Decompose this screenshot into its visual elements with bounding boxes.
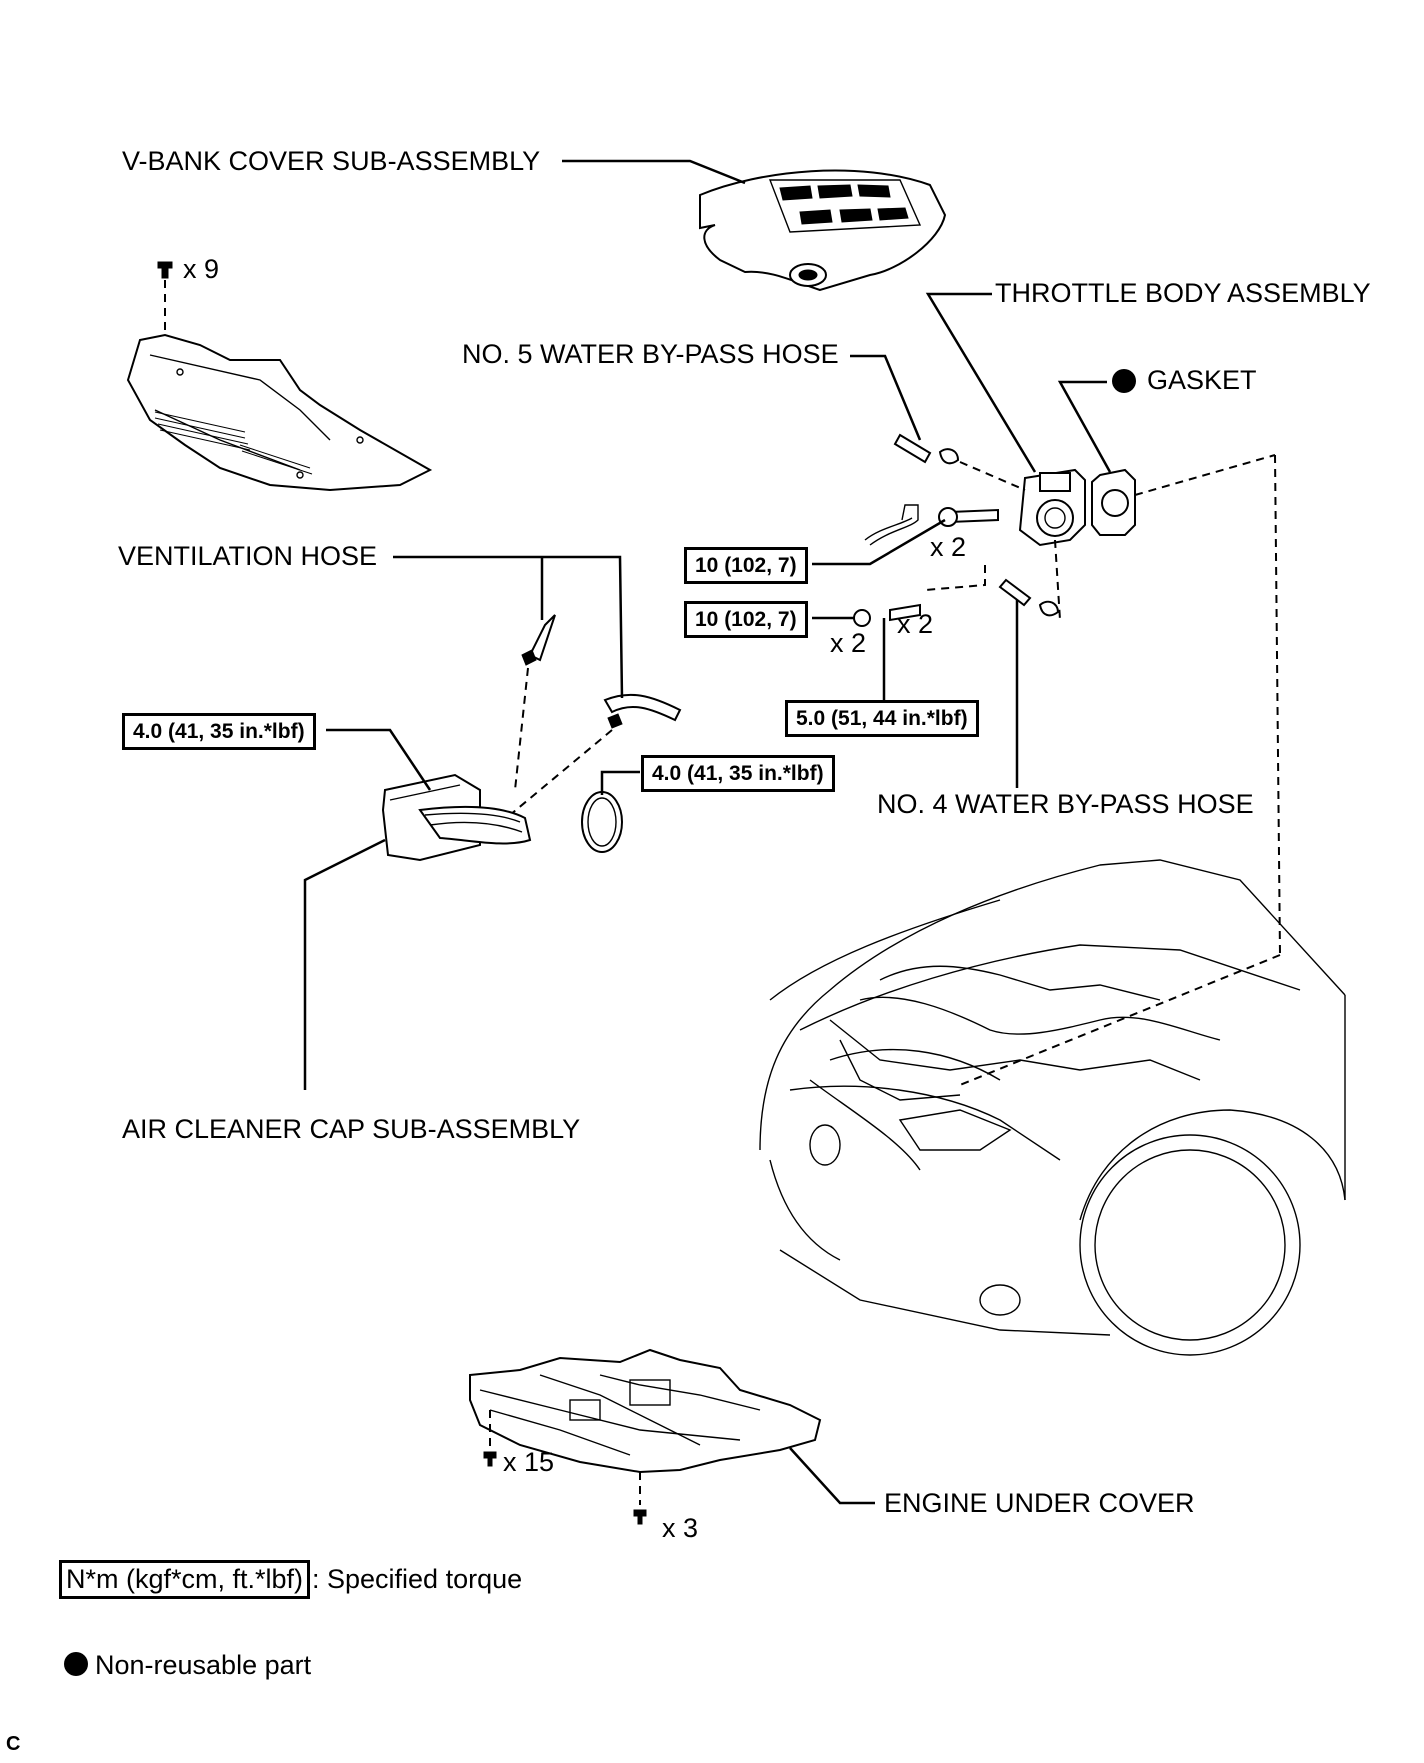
leader-lines [303, 159, 1112, 1505]
torque-box-5: 4.0 (41, 35 in.*lbf) [641, 755, 835, 792]
torque-box-2: 10 (102, 7) [684, 601, 808, 638]
label-ventilation-hose: VENTILATION HOSE [118, 541, 378, 571]
qty-nuts-throttle: x 2 [830, 628, 867, 658]
label-v-bank-cover: V-BANK COVER SUB-ASSEMBLY [122, 146, 541, 176]
bolts-drawing [853, 507, 999, 627]
legend-nonreusable-text: Non-reusable part [95, 1650, 312, 1680]
hose-clamp-drawing [581, 791, 623, 853]
corner-code: C [6, 1733, 21, 1755]
legend-torque-unit-box: N*m (kgf*cm, ft.*lbf) [59, 1560, 311, 1599]
qty-clips-top: x 9 [183, 254, 220, 284]
ventilation-hose-drawing [521, 614, 682, 729]
qty-under-cover-3: x 3 [662, 1513, 699, 1543]
car-front-drawing [759, 859, 1346, 1356]
engine-under-cover-drawing [469, 1348, 822, 1474]
bolt-icon-3 [633, 1509, 647, 1525]
torque-box-4: 4.0 (41, 35 in.*lbf) [122, 713, 316, 750]
qty-studs-throttle: x 2 [897, 609, 934, 639]
qty-bolts-throttle: x 2 [930, 532, 967, 562]
legend-nonreusable-dot [64, 1652, 88, 1676]
label-gasket: GASKET [1147, 365, 1257, 395]
radiator-cover-drawing [126, 333, 433, 492]
label-air-cleaner: AIR CLEANER CAP SUB-ASSEMBLY [122, 1114, 581, 1144]
legend-torque-desc: : Specified torque [312, 1564, 523, 1594]
bracket-drawing [864, 504, 919, 546]
torque-box-3: 5.0 (51, 44 in.*lbf) [785, 700, 979, 737]
no5-hose-drawing [893, 433, 960, 465]
qty-under-cover-15: x 15 [503, 1447, 555, 1477]
nonreusable-dot-gasket [1112, 369, 1136, 393]
label-no5-hose: NO. 5 WATER BY-PASS HOSE [462, 339, 839, 369]
no4-hose-drawing [998, 578, 1060, 617]
torque-box-1: 10 (102, 7) [684, 547, 808, 584]
label-throttle-body: THROTTLE BODY ASSEMBLY [995, 278, 1371, 308]
label-engine-under-cover: ENGINE UNDER COVER [884, 1488, 1195, 1518]
v-bank-cover-drawing [699, 169, 947, 292]
gasket-drawing [1091, 468, 1136, 536]
clip-icon-top [157, 261, 173, 279]
label-no4-hose: NO. 4 WATER BY-PASS HOSE [877, 789, 1254, 819]
bolt-icon-15 [483, 1451, 497, 1467]
throttle-body-drawing [1018, 468, 1086, 547]
air-cleaner-drawing [381, 773, 532, 862]
